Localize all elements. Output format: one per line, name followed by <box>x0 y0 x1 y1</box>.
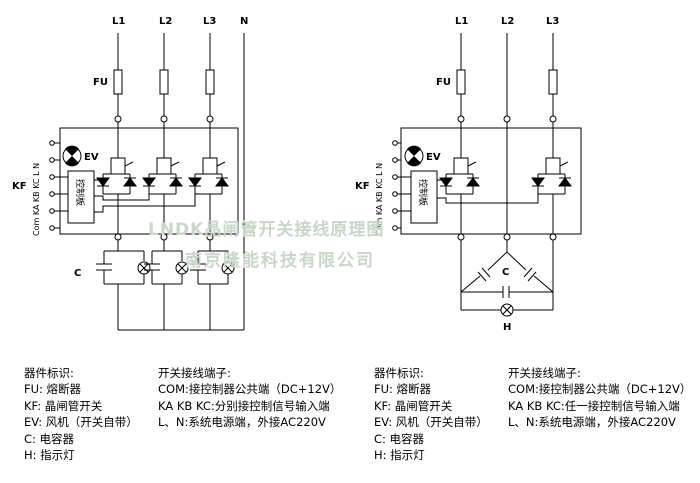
legend-item: C: 电容器 <box>24 431 75 446</box>
right-fan-label: EV <box>426 152 441 163</box>
right-phase-label-l1: L1 <box>455 16 468 27</box>
legend-item: H: 指示灯 <box>24 447 75 462</box>
right-thyristor-l3 <box>531 122 572 234</box>
left-thyristor-l3 <box>188 122 229 234</box>
legend-item: L、N:系统电源端，外接AC220V <box>158 415 326 430</box>
right-diagram: L1 L2 L3 FU KF Com KA KB KC L N <box>355 16 582 333</box>
left-fuse-l1 <box>113 69 123 95</box>
left-thyristor-l2 <box>142 122 183 234</box>
legend-item: H: 指示灯 <box>374 447 425 462</box>
right-top-terminal-l1 <box>457 115 465 123</box>
legend-item: COM:接控制器公共端（DC+12V） <box>158 382 342 397</box>
left-fan-icon <box>62 145 82 167</box>
right-capacitor-label: C <box>502 267 509 278</box>
legend-item: EV: 风机（开关自带） <box>24 415 138 430</box>
left-terminal-label: Com KA KB KC L N <box>32 163 41 236</box>
right-bottom-terminal-l3 <box>549 233 557 241</box>
legend-title: 器件标识: <box>374 366 424 380</box>
legend-item: L、N:系统电源端，外接AC220V <box>508 415 676 430</box>
legend-title: 器件标识: <box>24 366 74 380</box>
right-controller-board <box>410 170 438 224</box>
right-switch-module-box <box>400 127 582 235</box>
left-bottom-terminal-l1 <box>114 233 122 241</box>
legend-item: KA KB KC:分别接控制信号输入端 <box>158 398 330 413</box>
right-terminal-label: Com KA KB KC L N <box>375 163 384 236</box>
right-bottom-terminal-l1 <box>457 233 465 241</box>
left-module-label: KF <box>12 181 27 192</box>
legend-item: FU: 熔断器 <box>374 382 432 397</box>
watermark-line-1: LNDK晶闸管开关接线原理图 <box>148 219 384 240</box>
watermark-line-2: 南京隆能科技有限公司 <box>185 250 375 271</box>
left-phase-label-l1: L1 <box>112 16 125 27</box>
right-delta-capacitor-bank <box>460 240 554 311</box>
left-top-terminal-l1 <box>114 115 122 123</box>
right-fuse-label: FU <box>436 77 451 88</box>
right-fuse-l1 <box>456 69 466 95</box>
right-terminals-legend: 开关接线端子: COM:接控制器公共端（DC+12V） KA KB KC:任一接… <box>508 365 691 431</box>
legend-item: C: 电容器 <box>374 431 425 446</box>
left-thyristor-l1 <box>96 122 137 234</box>
left-fan-label: EV <box>84 152 99 163</box>
legend-item: COM:接控制器公共端（DC+12V） <box>508 382 692 397</box>
legend-title: 开关接线端子: <box>508 366 581 380</box>
right-fan-icon <box>404 145 424 167</box>
right-phase-label-l2: L2 <box>501 16 514 27</box>
left-capacitor-branch-l2 <box>144 240 189 330</box>
right-controller-label: 控制板 <box>417 179 429 206</box>
left-terminals-legend: 开关接线端子: COM:接控制器公共端（DC+12V） KA KB KC:分别接… <box>158 365 341 431</box>
left-gate-wire-2 <box>94 194 150 201</box>
left-phase-label-l3: L3 <box>203 16 216 27</box>
right-module-label: KF <box>355 181 370 192</box>
left-capacitor-label: C <box>74 268 81 279</box>
right-phase-label-l3: L3 <box>546 16 559 27</box>
right-indicator-lamp-icon <box>500 303 514 317</box>
left-fuse-l2 <box>159 69 169 95</box>
left-controller-board <box>67 170 95 224</box>
left-fuse-l3 <box>205 69 215 95</box>
left-parts-legend: 器件标识: FU: 熔断器 KF: 晶闸管开关 EV: 风机（开关自带） C: … <box>24 365 138 463</box>
right-fuse-l3 <box>548 69 558 95</box>
right-lamp-label: H <box>503 322 511 333</box>
right-parts-legend: 器件标识: FU: 熔断器 KF: 晶闸管开关 EV: 风机（开关自带） C: … <box>374 365 488 463</box>
left-capacitor-branch-l3 <box>190 240 235 330</box>
left-controller-label: 控制板 <box>74 179 86 206</box>
right-bottom-terminal-l2 <box>503 233 511 241</box>
left-gate-wire-3 <box>94 194 196 213</box>
legend-item: EV: 风机（开关自带） <box>374 415 488 430</box>
left-phase-label-l2: L2 <box>159 16 172 27</box>
legend-item: KF: 晶闸管开关 <box>24 398 103 413</box>
legend-item: KA KB KC:任一接控制信号输入端 <box>508 398 680 413</box>
left-capacitor-branch-l1 <box>96 240 151 330</box>
legend-item: KF: 晶闸管开关 <box>374 398 453 413</box>
right-top-terminal-l3 <box>549 115 557 123</box>
left-fuse-label: FU <box>93 77 108 88</box>
legend-title: 开关接线端子: <box>158 366 231 380</box>
left-switch-module-box <box>59 127 239 235</box>
right-gate-wire-2 <box>437 194 539 204</box>
right-top-terminal-l2 <box>503 115 511 123</box>
right-thyristor-l1 <box>439 122 480 234</box>
legend-item: FU: 熔断器 <box>24 382 82 397</box>
left-top-terminal-l3 <box>206 115 214 123</box>
left-top-terminal-l2 <box>160 115 168 123</box>
left-phase-label-n: N <box>240 16 248 27</box>
left-diagram: L1 L2 L3 N FU KF Com KA KB KC L N <box>12 16 248 331</box>
